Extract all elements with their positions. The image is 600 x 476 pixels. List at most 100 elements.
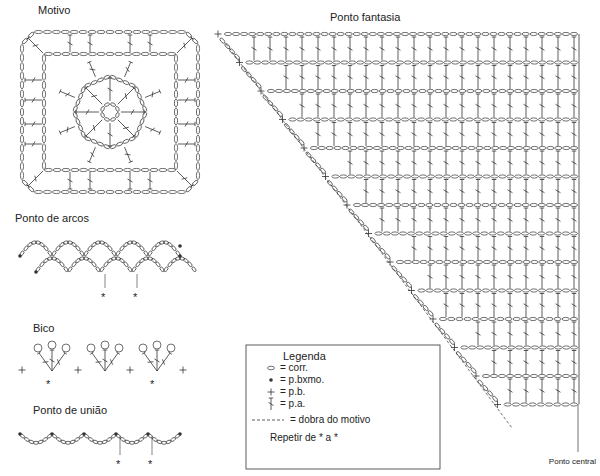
- chain-stitch: [20, 126, 23, 134]
- chain-stitch: [132, 168, 140, 171]
- double-crochet-top: [68, 189, 73, 190]
- double-crochet-top: [412, 236, 417, 237]
- double-crochet-bar: [476, 47, 481, 50]
- chain-stitch: [505, 232, 512, 235]
- chain-stitch: [100, 106, 105, 112]
- double-crochet-bar: [125, 93, 126, 99]
- chain-stitch: [516, 346, 523, 349]
- chain-stitch: [506, 203, 513, 206]
- double-crochet-bar: [492, 218, 497, 221]
- chain-stitch: [353, 214, 360, 221]
- chain-stitch: [174, 81, 177, 89]
- chain-stitch: [20, 117, 23, 125]
- chain-stitch: [133, 190, 141, 193]
- chain-stitch: [388, 175, 395, 178]
- chain-stitch: [88, 190, 96, 193]
- chain-stitch: [458, 32, 465, 35]
- double-crochet-top: [348, 151, 353, 152]
- double-crochet-top: [508, 122, 513, 123]
- chain-stitch: [53, 52, 61, 55]
- double-crochet-top: [524, 151, 529, 152]
- double-crochet-bar: [572, 361, 577, 364]
- chain-stitch: [419, 175, 426, 178]
- chain-stitch: [134, 86, 139, 93]
- double-crochet-bar: [252, 47, 257, 50]
- legend-box: [246, 345, 440, 469]
- slip-stitch: [178, 244, 182, 248]
- chain-stitch: [523, 89, 530, 92]
- double-crochet-top: [476, 65, 481, 66]
- chain-stitch: [293, 61, 300, 64]
- chain-stitch: [80, 168, 88, 171]
- chain-stitch: [357, 61, 364, 64]
- chain-stitch: [170, 437, 176, 442]
- chain-stitch: [334, 146, 341, 149]
- chain-stitch: [142, 112, 147, 119]
- double-crochet-top: [556, 379, 561, 380]
- chain-stitch: [506, 374, 513, 377]
- chain-stitch: [42, 72, 45, 80]
- chain-stitch: [491, 260, 498, 263]
- chain-stitch: [434, 118, 441, 121]
- double-crochet-top: [508, 265, 513, 266]
- chain-stitch: [75, 99, 80, 106]
- double-crochet-top: [508, 236, 513, 237]
- chain-stitch: [554, 289, 561, 292]
- legend-text: = p.a.: [280, 398, 305, 409]
- chain-stitch: [116, 141, 123, 146]
- chain-stitch: [422, 305, 429, 312]
- double-crochet-top: [476, 37, 481, 38]
- double-crochet-top: [380, 179, 385, 180]
- double-crochet-bar: [476, 275, 481, 278]
- chain-stitch: [459, 89, 466, 92]
- chain-stitch: [168, 168, 176, 171]
- double-crochet-bar: [412, 218, 417, 221]
- chain-stitch: [507, 146, 514, 149]
- double-crochet-top: [50, 350, 55, 351]
- double-crochet-bar: [508, 161, 513, 164]
- chain-stitch: [570, 146, 577, 149]
- chain-stitch: [385, 32, 392, 35]
- chain-stitch: [340, 175, 347, 178]
- chain-stitch: [465, 232, 472, 235]
- chain-stitch: [174, 117, 177, 125]
- chain-stitch: [315, 162, 322, 169]
- chain-stitch: [492, 346, 499, 349]
- double-crochet-bar: [540, 190, 545, 193]
- double-crochet-top: [476, 322, 481, 323]
- chain-stitch: [122, 80, 129, 85]
- chain-stitch: [570, 32, 577, 35]
- double-crochet-top: [396, 122, 401, 123]
- chain-stitch: [435, 175, 442, 178]
- chain-stitch: [20, 44, 23, 52]
- chain-stitch: [469, 346, 476, 349]
- chain-stitch: [555, 260, 562, 263]
- chain-stitch: [387, 89, 394, 92]
- double-crochet-top: [460, 151, 465, 152]
- double-crochet-top: [444, 236, 449, 237]
- double-crochet-top: [300, 94, 305, 95]
- double-crochet-bar: [492, 104, 497, 107]
- double-crochet-top: [396, 179, 401, 180]
- single-crochet: [387, 259, 394, 266]
- chain-stitch: [474, 118, 481, 121]
- chain-stitch: [67, 266, 73, 272]
- chain-stitch: [482, 203, 489, 206]
- chain-stitch: [174, 72, 177, 80]
- double-crochet-bar: [412, 190, 417, 193]
- double-crochet-bar: [572, 104, 577, 107]
- slip-stitch: [269, 378, 273, 382]
- chain-stitch: [515, 89, 522, 92]
- chain-stitch: [487, 390, 494, 397]
- picot: [34, 344, 42, 352]
- chain-stitch: [538, 232, 545, 235]
- slip-stitch: [178, 432, 182, 436]
- double-crochet: [145, 127, 160, 133]
- repeat-marker: *: [101, 291, 105, 303]
- double-crochet-bar: [184, 43, 185, 49]
- chain-stitch: [504, 403, 511, 406]
- chain-stitch: [434, 203, 441, 206]
- chain-stitch: [378, 203, 385, 206]
- chain-stitch: [515, 175, 522, 178]
- chain-stitch: [345, 32, 352, 35]
